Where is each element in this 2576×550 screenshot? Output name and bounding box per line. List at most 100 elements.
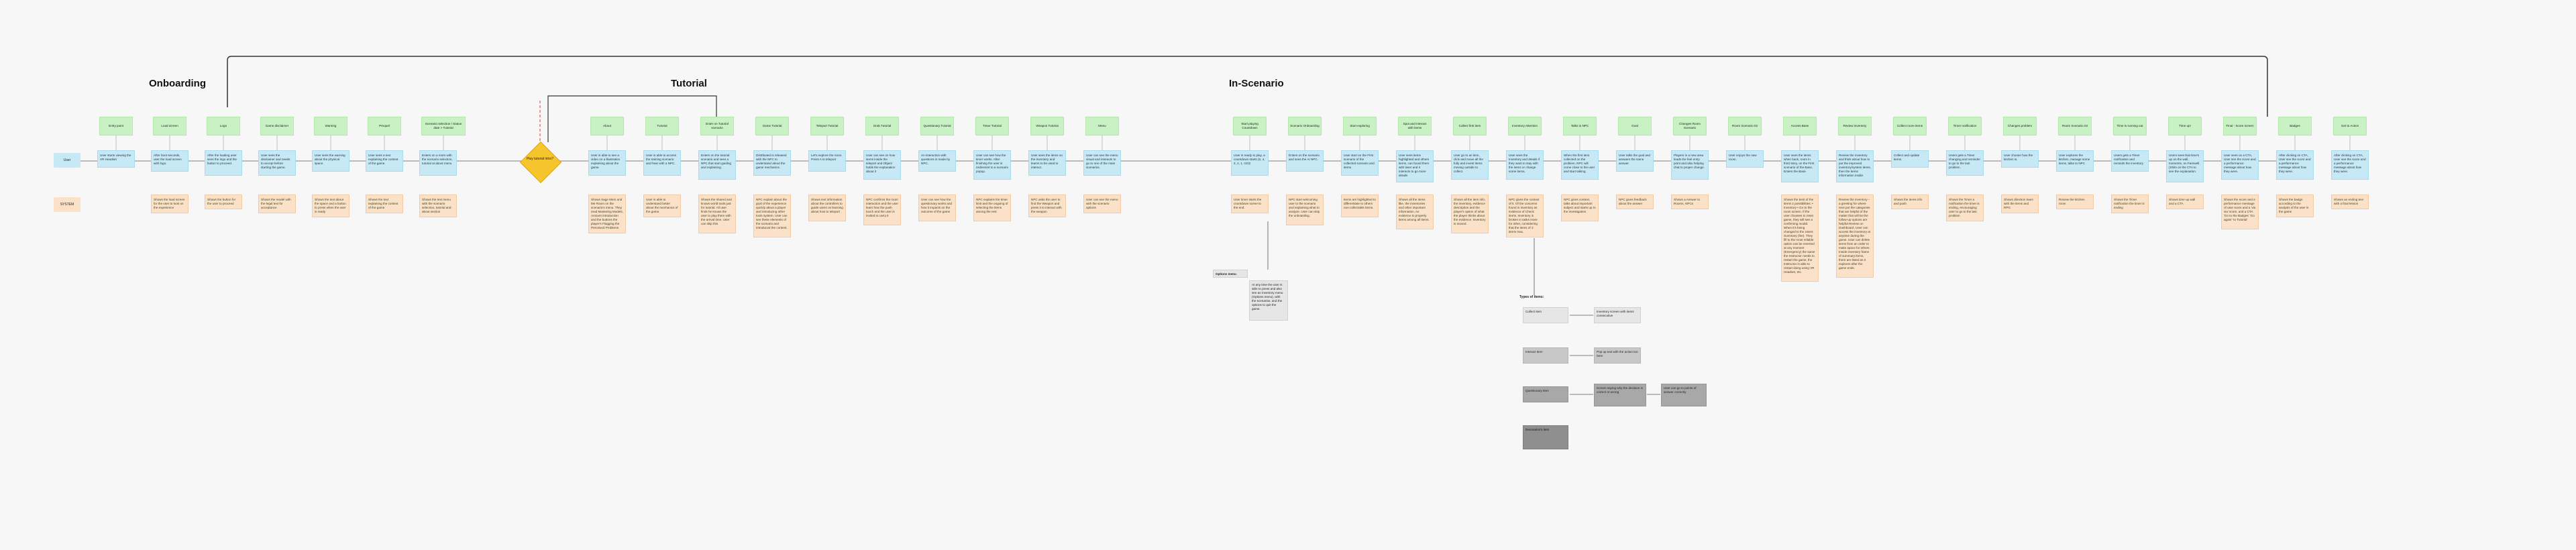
system-response: Review the inventory – a greeting for wh… — [1836, 195, 1874, 278]
system-response: Shows Sage Mom and Me Room on the scenar… — [588, 195, 626, 233]
step-title: Game Tutorial — [755, 117, 789, 135]
step-title: Collect first item — [1453, 117, 1487, 135]
legend-questionary-extra: User can go to points of answer correctl… — [1661, 384, 1707, 406]
step-title: Enter on Tutorial scenario — [700, 117, 734, 135]
step-title: Grab Tutorial — [865, 117, 899, 135]
system-response: Review the kitchen room — [2056, 195, 2094, 209]
legend-decoration-item: Decoration's item — [1523, 425, 1568, 449]
step-title: Prequel — [368, 117, 401, 135]
step-title: Scenario selection / Status date > Tutor… — [421, 117, 466, 135]
system-response: User can see how the questionary works a… — [918, 195, 956, 221]
system-response: Shows the text explaining the context of… — [366, 195, 403, 213]
system-response: Shows all the items like, the inventorie… — [1396, 195, 1434, 229]
lane-label-user: User — [54, 153, 80, 168]
system-response: Shows direction team with the items and … — [2001, 195, 2039, 213]
step-title: Teleport Tutorial — [810, 117, 844, 135]
legend-interact-item: Interact Item — [1523, 347, 1568, 364]
user-action: User can see how the timer works. After … — [973, 150, 1011, 180]
system-response: NPC explain about the goal of the experi… — [753, 195, 791, 237]
system-response: NPC gives feedback about the answer — [1616, 195, 1654, 209]
user-action: User can see on how items inside the tel… — [863, 150, 901, 180]
step-title: Room Scenario 03 — [2058, 117, 2092, 135]
user-action: User is able to see a video on a illustr… — [588, 150, 626, 176]
system-response: User timer starts the countdown scene to… — [1231, 195, 1269, 213]
step-title: Menu — [1085, 117, 1119, 135]
user-action: User sees items highlighted and others i… — [1396, 150, 1434, 182]
system-response: Shows time up wall and a CTA — [2166, 195, 2204, 209]
section-in-scenario: In-Scenario — [1229, 78, 1284, 89]
step-title: Get to Action — [2333, 117, 2367, 135]
step-title: Time is running out — [2113, 117, 2147, 135]
step-title: Inventory Attention — [1508, 117, 1542, 135]
legend-questionary-result: Screen saying why the decision is correc… — [1594, 384, 1646, 406]
user-action: User start on the First scenario of the … — [1341, 150, 1379, 176]
user-action: Let's explore the room. Press A to telep… — [808, 150, 846, 172]
user-action: An interaction with questions is made by… — [918, 150, 956, 172]
user-action: User go to an item, click and move all t… — [1451, 150, 1489, 180]
user-action: User sees the items on the inventory and… — [1028, 150, 1066, 176]
legend-collect-item: Collect item — [1523, 307, 1568, 323]
decision-diamond: Play tutorial intro? — [519, 141, 562, 184]
step-title: Scenario Onboarding — [1288, 117, 1322, 135]
user-action: Players in a new area leads the feel ent… — [1671, 150, 1709, 180]
section-onboarding: Onboarding — [149, 78, 206, 89]
step-title: Badges — [2278, 117, 2312, 135]
user-action: User sees on a CTA, User see the score a… — [2221, 150, 2259, 180]
system-response: Shows the Timer a notification the timer… — [1946, 195, 1984, 221]
step-title: Time up! — [2168, 117, 2202, 135]
user-action: After clicking on CTA, User see the scor… — [2276, 150, 2314, 180]
user-action: User sees the items when back, room in t… — [1781, 150, 1819, 182]
options-menu-note: At any time the user is able to press an… — [1249, 280, 1288, 321]
step-title: Access Base — [1783, 117, 1817, 135]
user-action: User enjoys the new room. — [1726, 150, 1764, 168]
options-menu-title: Options menu — [1213, 270, 1248, 278]
user-action: When the first item collected on the pro… — [1561, 150, 1599, 180]
step-title: Collect more items — [1893, 117, 1927, 135]
step-title: Load screen — [153, 117, 186, 135]
system-response: Shows the badge according to the analysi… — [2276, 195, 2314, 217]
user-action: User starts viewing the VR Headset — [97, 150, 135, 168]
user-action: After the loading user sees the logo and… — [205, 150, 242, 176]
system-response: Shows the best of the items 2 possibilit… — [1781, 195, 1819, 282]
step-title: Start exploring — [1343, 117, 1377, 135]
system-response: NPC confirms the room interaction and th… — [863, 195, 901, 225]
legend-interact-result: Pop up text with the action too here — [1594, 347, 1641, 364]
system-response: User can see the menu with the scenario … — [1083, 195, 1121, 213]
system-response: Shows the text menu with the scenario se… — [419, 195, 457, 217]
user-action: After boot seconds, user the load screen… — [151, 150, 189, 172]
step-title: Changes problem — [2003, 117, 2037, 135]
return-loop-line — [227, 56, 2268, 117]
user-action: User explores the kitchen, manage some i… — [2056, 150, 2094, 172]
user-action: User sees the disclaimer and needs to ac… — [258, 150, 296, 176]
user-action: User choose how the kitchen is. — [2001, 150, 2039, 168]
system-response: User is able to understand better about … — [643, 195, 681, 217]
system-response: Shows the button for the user to proceed — [205, 195, 242, 209]
user-action: Review the inventory and think about how… — [1836, 150, 1874, 182]
user-action: Users sees that time's up on the wall, m… — [2166, 150, 2204, 182]
system-response: NPC asks the user to find the Weapon and… — [1028, 195, 1066, 217]
step-title: Start playing Countdown — [1233, 117, 1267, 135]
lane-label-system: SYSTEM — [54, 197, 80, 212]
system-response: NPC gives context, talks about important… — [1561, 195, 1599, 221]
system-response: Shows the load screen for the user to lo… — [151, 195, 189, 213]
user-action: Collect and update items. — [1891, 150, 1929, 168]
decision-label: Play tutorial intro? — [526, 157, 554, 161]
legend-title: Types of items: — [1519, 295, 1544, 299]
system-response: Shows the shared and knows world tools j… — [698, 195, 736, 233]
user-action: User talks the goal and answers the same… — [1616, 150, 1654, 172]
user-action: Users gets a Timer changing and reminder… — [1946, 150, 1984, 176]
section-tutorial: Tutorial — [671, 78, 707, 89]
user-action: After clicking on CTA, User see the scor… — [2331, 150, 2369, 180]
step-title: Final - Score screen — [2223, 117, 2257, 135]
user-action: Users gets a Timer notification and remi… — [2111, 150, 2149, 172]
user-action: User is able to access the training scen… — [643, 150, 681, 176]
step-title: Weapon Tutorial — [1030, 117, 1064, 135]
step-title: Game disclaimer — [260, 117, 294, 135]
step-title: Questionary Tutorial — [920, 117, 954, 135]
step-title: Entry point — [99, 117, 133, 135]
step-title: Warning — [314, 117, 347, 135]
step-title: Goal — [1618, 117, 1652, 135]
step-title: Logo — [207, 117, 240, 135]
system-response: NPC start welcoming user to the scenario… — [1286, 195, 1324, 225]
